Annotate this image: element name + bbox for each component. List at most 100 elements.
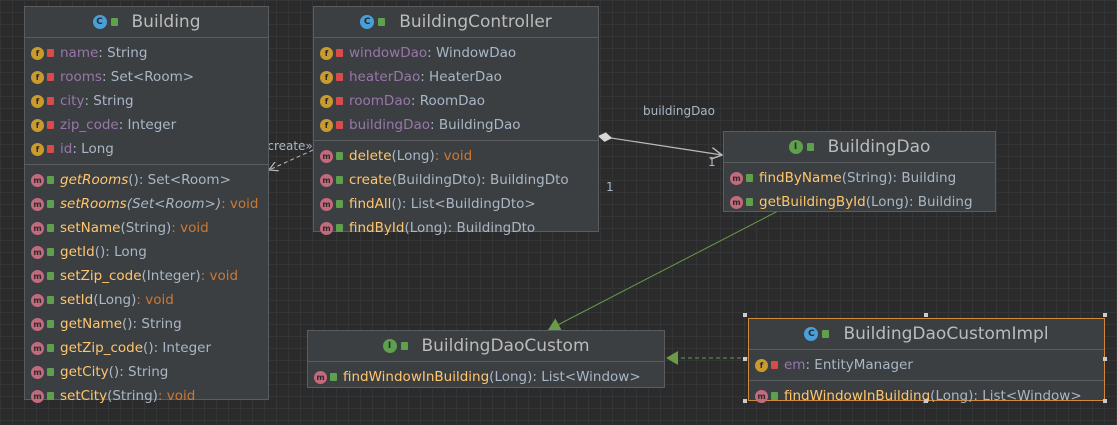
method-name: getId xyxy=(60,244,95,260)
source-multiplicity-label: 1 xyxy=(606,180,614,194)
field-name: roomDao xyxy=(349,93,411,109)
class-header: I BuildingDaoCustom xyxy=(308,331,664,362)
private-lock-icon xyxy=(336,73,343,81)
selection-handle[interactable] xyxy=(743,313,747,317)
method-return-type: : void xyxy=(200,268,239,284)
public-visibility-icon xyxy=(47,176,54,184)
field-type: : String xyxy=(98,45,148,61)
method-icon: m xyxy=(31,293,44,307)
method-return-type: : Set<Room> xyxy=(138,172,231,188)
method-return-type: : String xyxy=(132,316,182,332)
method-params: () xyxy=(108,364,120,380)
selection-handle[interactable] xyxy=(1103,357,1107,361)
public-visibility-icon xyxy=(336,176,343,184)
method-return-type: : Building xyxy=(908,194,973,210)
selection-handle[interactable] xyxy=(743,357,747,361)
class-kind-icon: C xyxy=(360,15,375,29)
public-visibility-icon xyxy=(771,392,778,400)
abstract-method-icon: m xyxy=(314,370,327,384)
create-dependency-edge[interactable] xyxy=(269,149,314,170)
selection-handle[interactable] xyxy=(924,399,928,403)
method-icon: m xyxy=(320,173,333,187)
public-visibility-icon xyxy=(47,224,54,232)
field-icon: f xyxy=(31,70,44,84)
selection-handle[interactable] xyxy=(924,313,928,317)
selection-handle[interactable] xyxy=(743,399,747,403)
private-lock-icon xyxy=(336,121,343,129)
method-params: (Long) xyxy=(489,369,533,385)
method-params: (Set<Room>) xyxy=(126,196,222,212)
class-title: BuildingDaoCustom xyxy=(421,336,590,356)
public-visibility-icon xyxy=(806,143,814,151)
field-name: windowDao xyxy=(349,45,428,61)
method-icon: m xyxy=(31,245,44,259)
public-visibility-icon xyxy=(47,320,54,328)
field-name: rooms xyxy=(60,69,102,85)
method-return-type: : Long xyxy=(105,244,147,260)
selection-handle[interactable] xyxy=(1103,399,1107,403)
method-name: findWindowInBuilding xyxy=(784,388,931,404)
public-visibility-icon xyxy=(47,248,54,256)
field-name: heaterDao xyxy=(349,69,421,85)
selection-handle[interactable] xyxy=(1103,313,1107,317)
method-params: () xyxy=(391,196,402,212)
method-icon: m xyxy=(31,341,44,355)
extends-edge[interactable] xyxy=(547,210,779,331)
field-icon: f xyxy=(755,358,768,372)
private-lock-icon xyxy=(336,49,343,57)
field-icon: f xyxy=(320,70,333,84)
abstract-method-icon: m xyxy=(730,171,743,185)
field-icon: f xyxy=(320,46,333,60)
public-visibility-icon xyxy=(378,18,386,26)
method-name: setRooms xyxy=(60,196,127,212)
method-return-type: : List<BuildingDto> xyxy=(401,196,536,212)
interface-kind-icon: I xyxy=(382,339,397,353)
building-dao-association-edge[interactable] xyxy=(597,136,722,155)
method-params: () xyxy=(143,340,154,356)
method-icon: m xyxy=(31,197,44,211)
method-return-type: : void xyxy=(171,220,209,236)
private-lock-icon xyxy=(47,145,54,153)
private-lock-icon xyxy=(336,97,343,105)
method-return-type: : void xyxy=(157,388,196,404)
method-icon: m xyxy=(31,221,44,235)
class-header: C BuildingDaoCustomImpl xyxy=(749,319,1104,350)
method-icon: m xyxy=(320,197,333,211)
